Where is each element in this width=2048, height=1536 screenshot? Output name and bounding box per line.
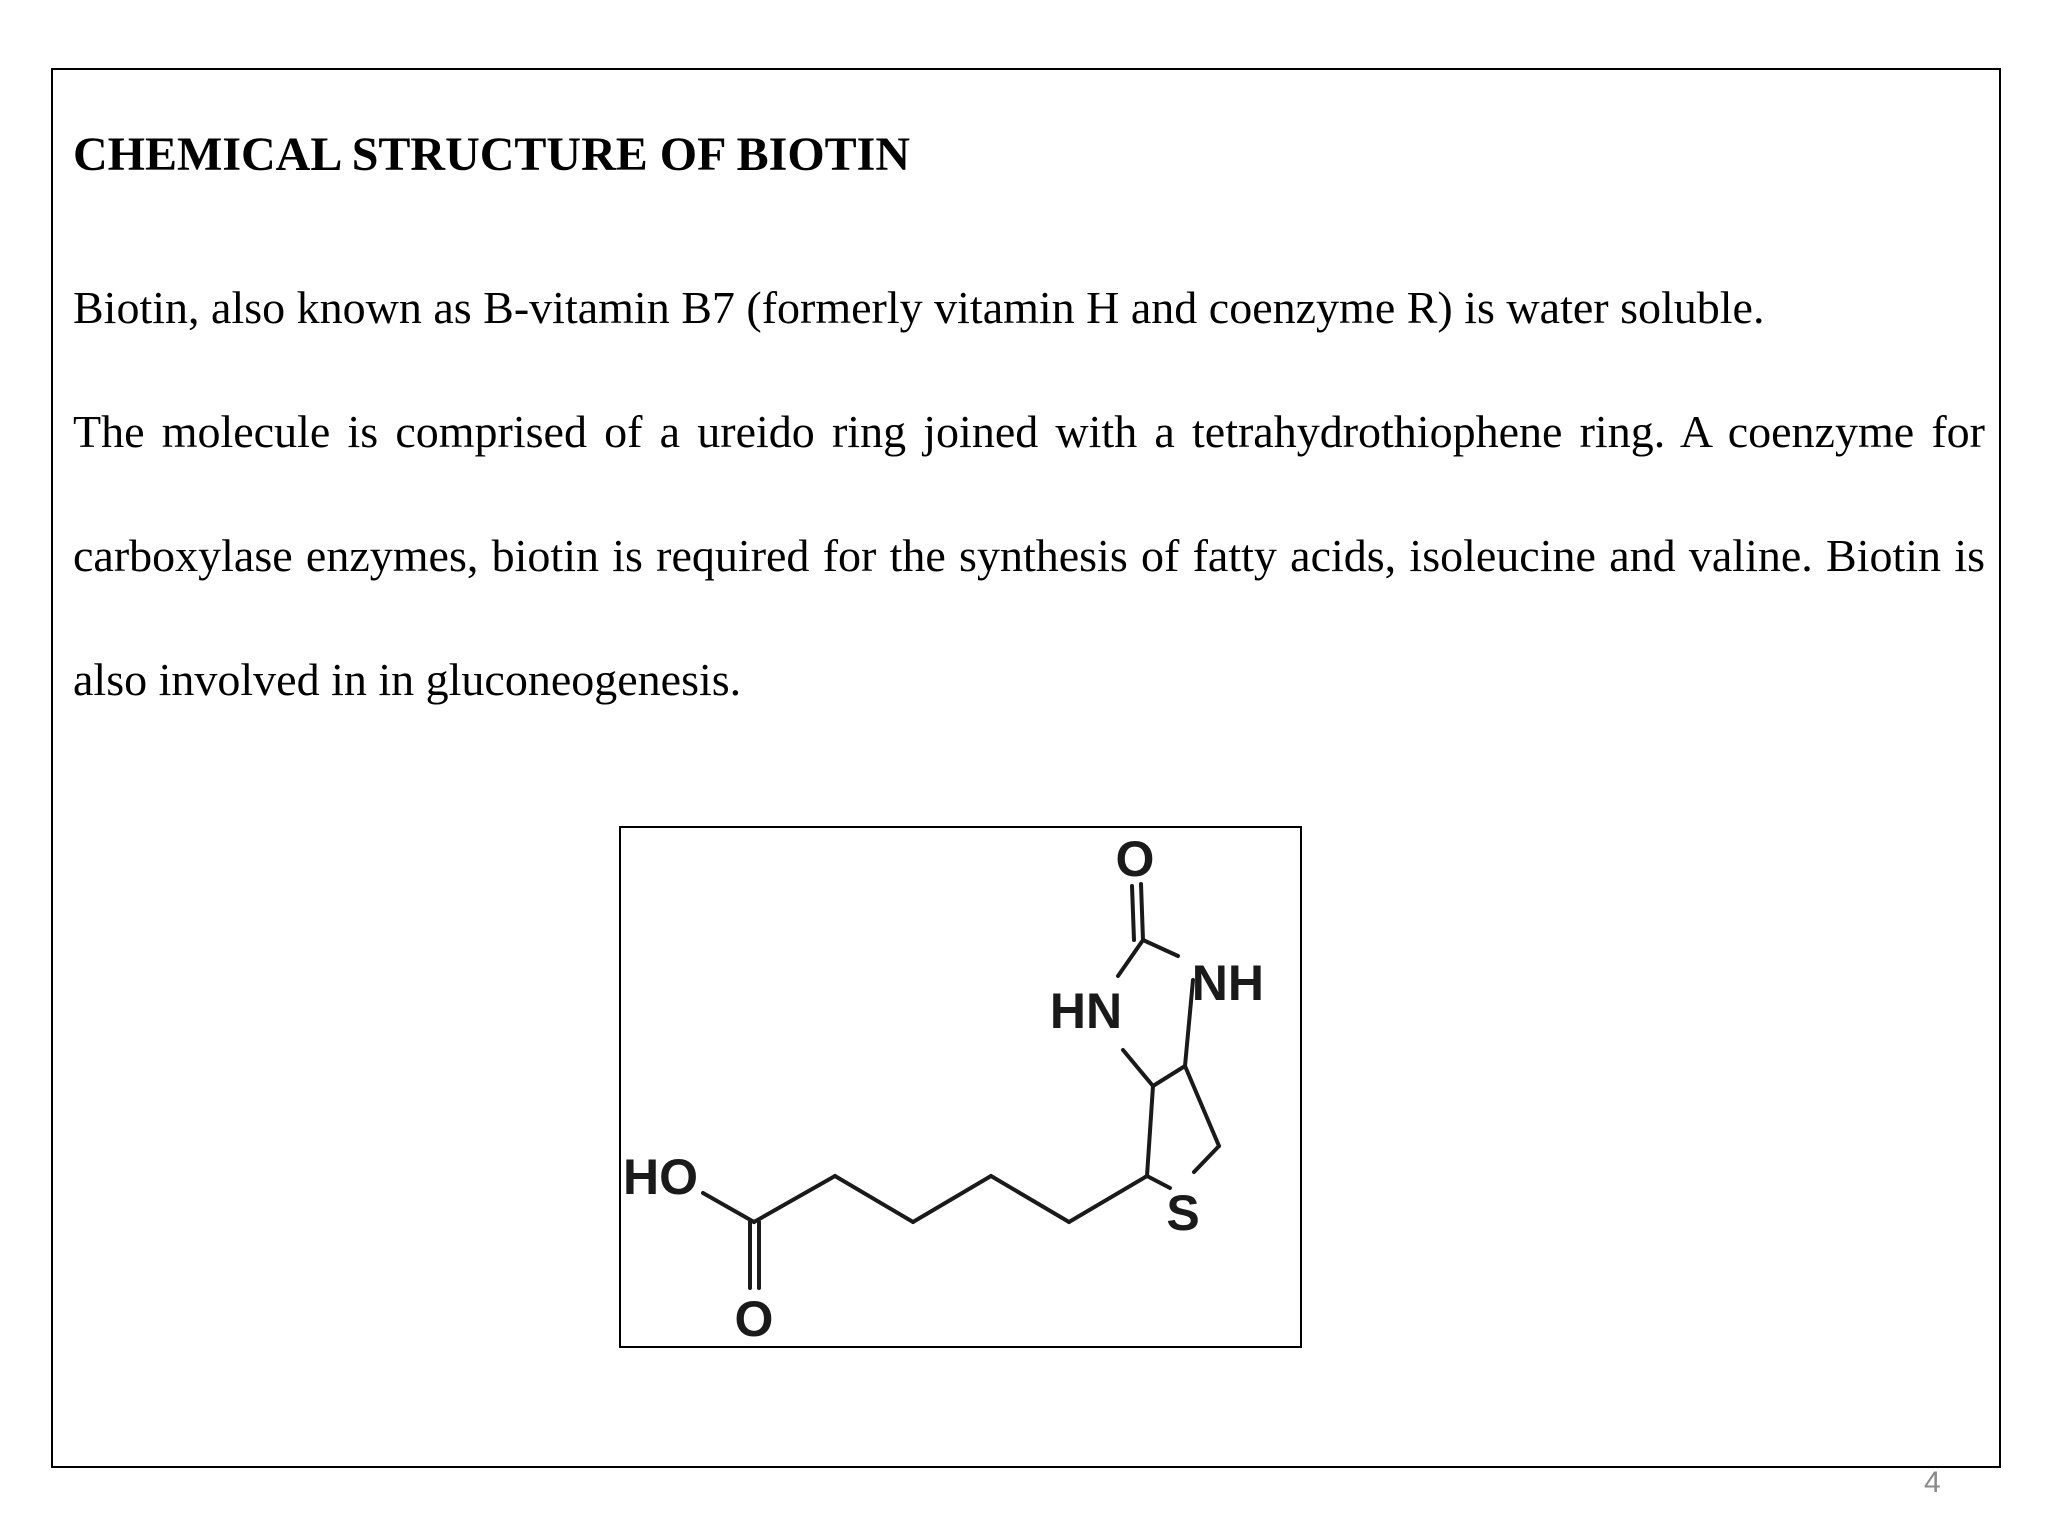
bond-chain-5: [752, 1174, 837, 1224]
bond-c2-o-a: [1139, 882, 1145, 942]
slide-frame: [51, 68, 2001, 1468]
bond-c2-hn: [1116, 938, 1145, 978]
body-paragraph-1: Biotin, also known as B-vitamin B7 (form…: [73, 282, 1765, 333]
bond-chain-4: [833, 1174, 915, 1224]
atom-label-nh: NH: [1192, 955, 1264, 1011]
bond-lines: [701, 882, 1221, 1290]
bond-nh-c6a: [1183, 978, 1195, 1068]
atom-label-s: S: [1166, 1185, 1199, 1241]
biotin-structure-figure: O HN NH HO S O: [619, 826, 1302, 1348]
slide-title: CHEMICAL STRUCTURE OF BIOTIN: [73, 128, 911, 181]
page-number: 4: [1924, 1466, 1941, 1499]
atom-label-hn: HN: [1050, 983, 1122, 1039]
bond-c6-s: [1192, 1144, 1221, 1174]
bond-c2-o-b: [1130, 884, 1136, 942]
bond-chain-1: [1067, 1174, 1149, 1224]
bond-c6a-c6: [1183, 1064, 1221, 1148]
bond-chain-3: [911, 1174, 993, 1224]
bond-c3a-c6a: [1151, 1064, 1187, 1088]
atom-label-ho: HO: [623, 1149, 698, 1205]
bond-c-oh: [701, 1191, 756, 1224]
atom-label-ureido-o: O: [1116, 831, 1155, 887]
bond-c3a-c4: [1145, 1084, 1155, 1178]
biotin-structure-diagram: O HN NH HO S O: [623, 831, 1264, 1346]
bond-chain-2: [989, 1174, 1071, 1224]
bond-c2-nh: [1141, 938, 1180, 958]
bond-hn-c3a: [1121, 1048, 1155, 1088]
bond-c4-s: [1145, 1174, 1172, 1190]
atom-label-carbonyl-o: O: [735, 1291, 774, 1346]
body-paragraph-2: The molecule is comprised of a ureido ri…: [73, 406, 1985, 705]
slide-body: Biotin, also known as B-vitamin B7 (form…: [73, 246, 1985, 742]
